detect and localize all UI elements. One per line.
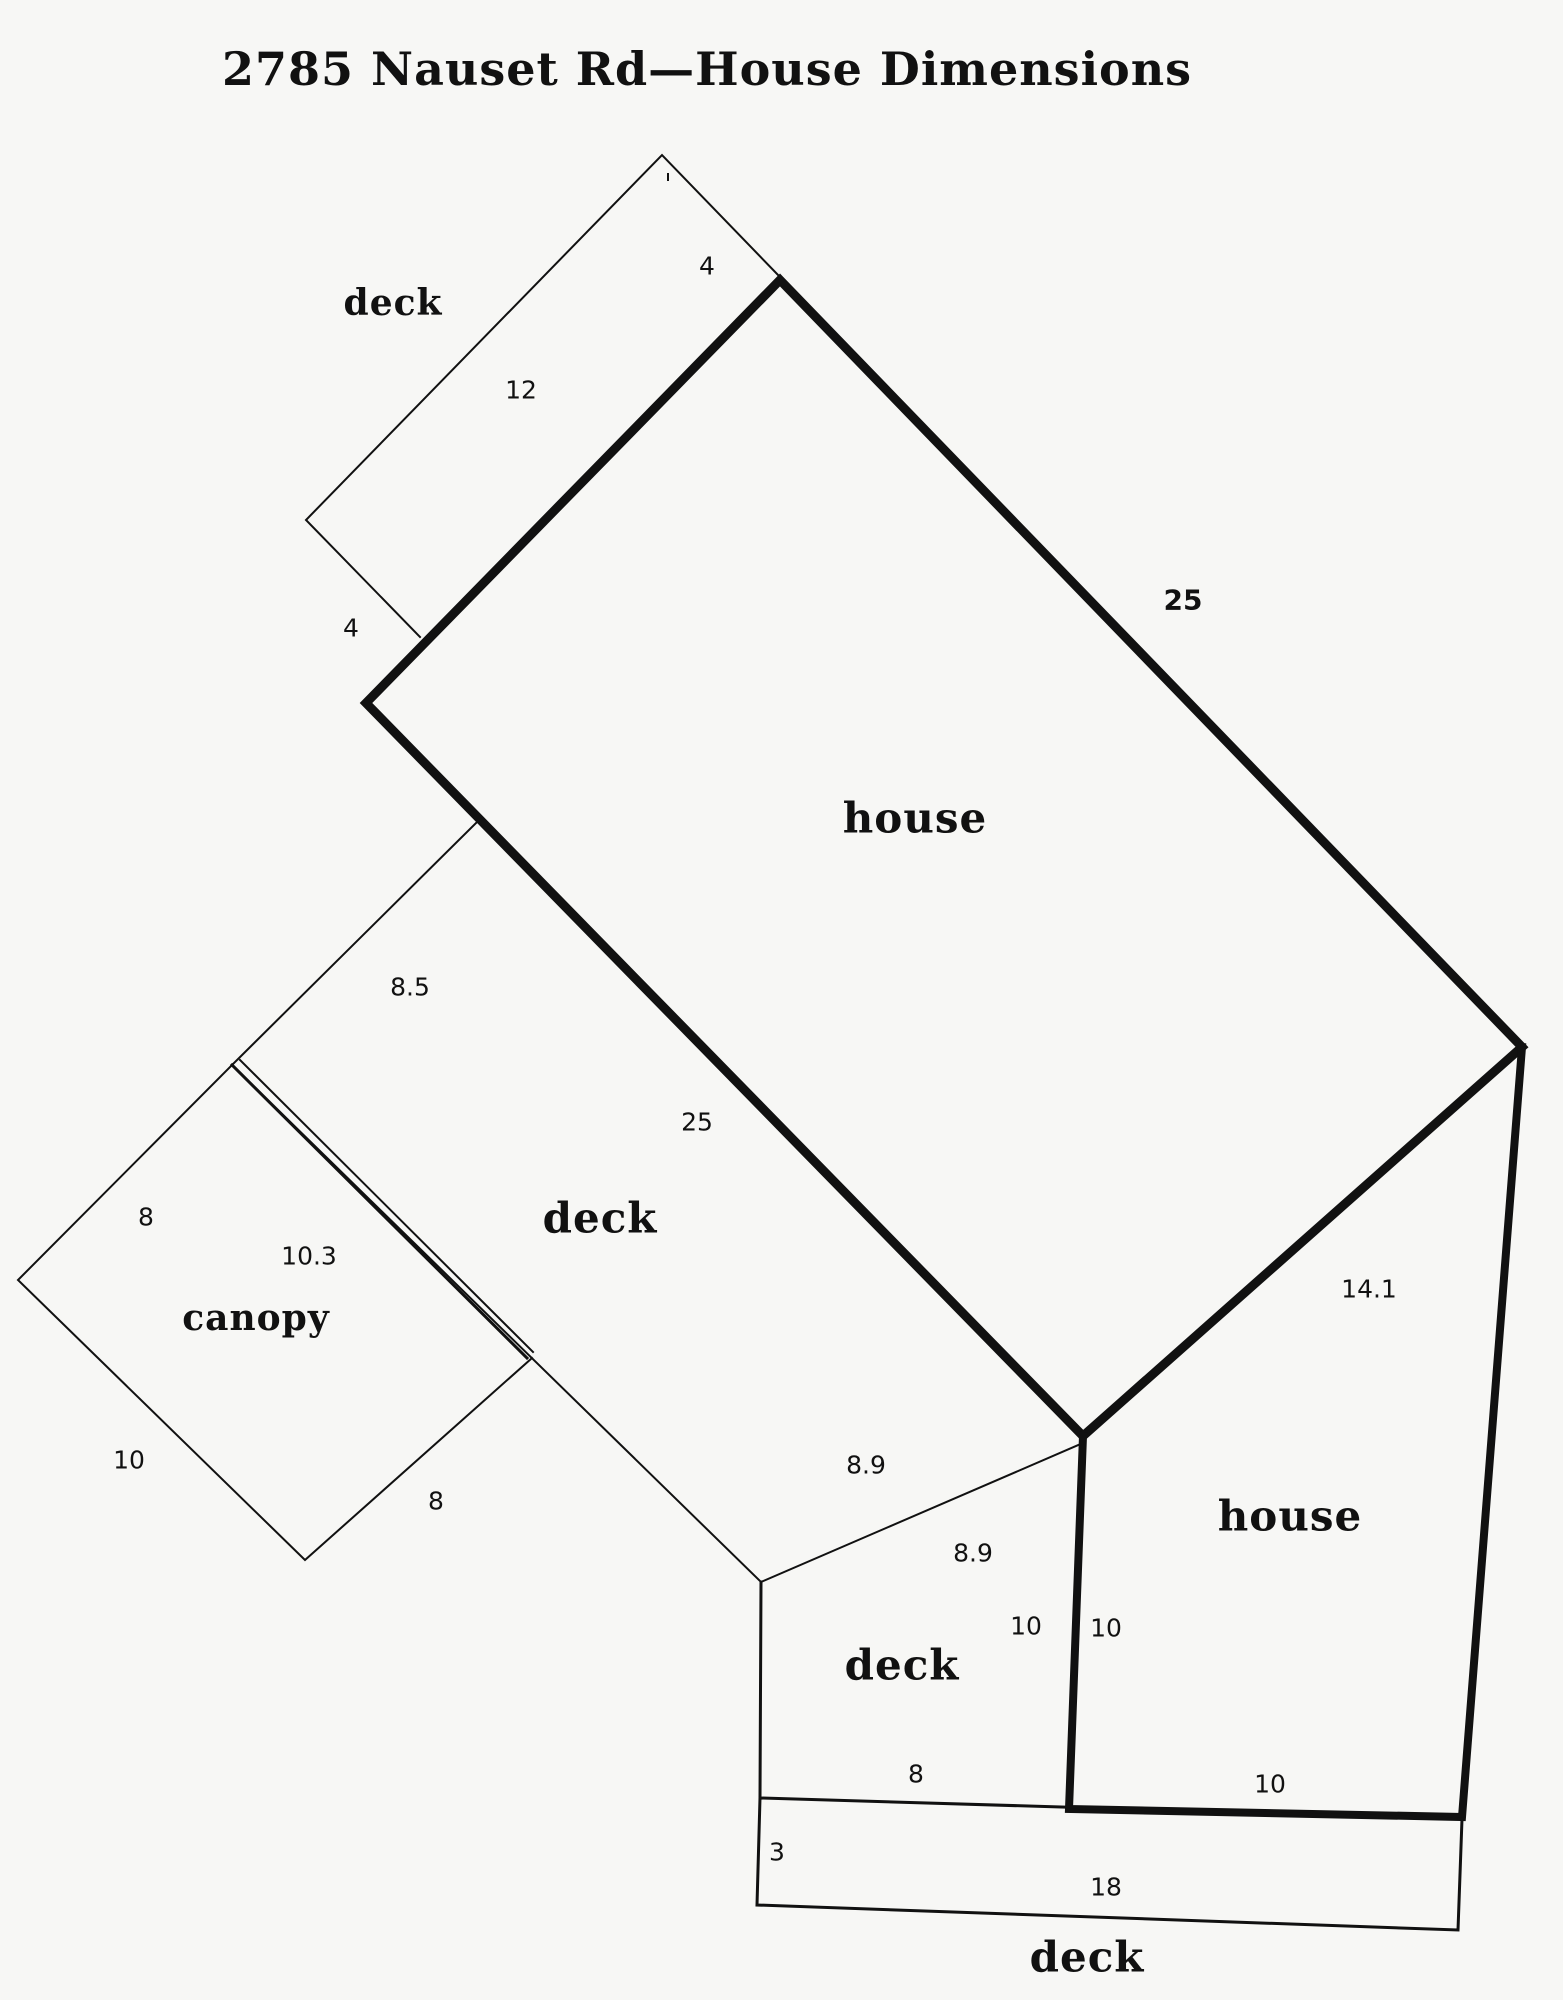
dim-house-annex-left: 10 bbox=[1090, 1613, 1122, 1643]
area-label-deck-middle: deck bbox=[542, 1193, 658, 1243]
dim-deck-top-length: 12 bbox=[505, 375, 537, 405]
dim-house-annex-right: 14.1 bbox=[1341, 1274, 1397, 1304]
area-label-house-main: house bbox=[842, 793, 988, 843]
canopy-outline bbox=[16, 1063, 534, 1562]
canopy-deck-divider-b bbox=[238, 1058, 535, 1354]
dim-canopy-width: 8 bbox=[138, 1202, 154, 1232]
area-label-canopy: canopy bbox=[182, 1297, 330, 1339]
deck-middle-outline bbox=[230, 821, 1085, 1584]
dim-canopy-length: 10.3 bbox=[281, 1241, 337, 1271]
area-label-house-annex: house bbox=[1217, 1491, 1363, 1541]
deck-bottom-outline bbox=[755, 1796, 1464, 1932]
area-label-deck-bottom: deck bbox=[1029, 1932, 1145, 1982]
dim-canopy-bottom: 8 bbox=[428, 1486, 444, 1516]
dim-deck-small-bottom: 8 bbox=[908, 1759, 924, 1789]
dim-canopy-side: 10 bbox=[113, 1445, 145, 1475]
house-main-outline bbox=[359, 273, 1529, 1443]
dim-house-main-length: 25 bbox=[1163, 583, 1203, 617]
dim-deck-top-width-lower: 4 bbox=[343, 613, 359, 643]
dim-deck-middle-diag: 8.9 bbox=[846, 1450, 886, 1480]
area-label-deck-small: deck bbox=[844, 1640, 960, 1690]
area-label-deck-top: deck bbox=[343, 282, 443, 324]
deck-top-outline bbox=[304, 153, 782, 639]
dim-deck-bottom-width: 3 bbox=[769, 1837, 785, 1867]
page-title: 2785 Nauset Rd—House Dimensions bbox=[222, 42, 1193, 96]
dim-deck-small-diag: 8.9 bbox=[953, 1538, 993, 1568]
dim-deck-middle-width: 8.5 bbox=[390, 972, 430, 1002]
house-annex-outline bbox=[1064, 1042, 1527, 1822]
dim-deck-bottom-length: 18 bbox=[1090, 1872, 1122, 1902]
dim-deck-top-width-upper: 4 bbox=[699, 251, 715, 281]
canopy-deck-divider-a bbox=[229, 1062, 530, 1361]
dim-deck-small-right: 10 bbox=[1010, 1611, 1042, 1641]
dim-house-annex-bottom: 10 bbox=[1254, 1769, 1286, 1799]
deck-small-left-edge bbox=[758, 1580, 763, 1800]
dim-deck-middle-length: 25 bbox=[681, 1107, 713, 1137]
